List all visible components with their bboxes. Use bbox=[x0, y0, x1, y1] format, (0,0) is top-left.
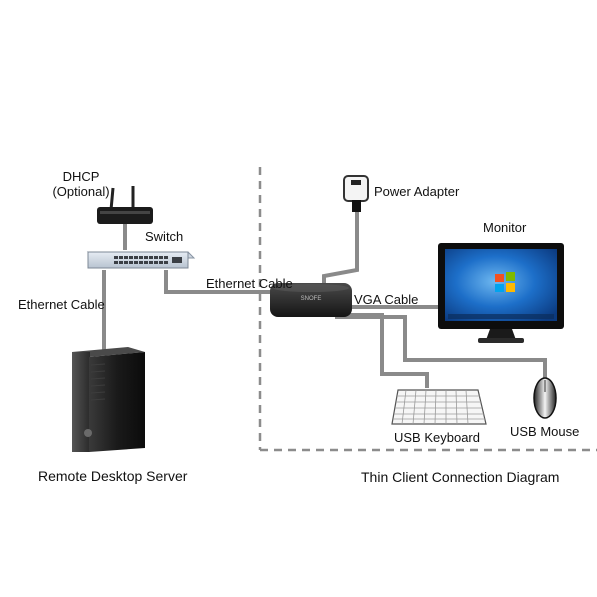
dhcp-router bbox=[97, 186, 153, 224]
windows-logo-icon bbox=[495, 272, 515, 292]
caption-remote-desktop-server: Remote Desktop Server bbox=[38, 468, 188, 484]
monitor-label: Monitor bbox=[483, 220, 527, 235]
monitor bbox=[438, 243, 564, 343]
thin-client-brand: SNOFE bbox=[301, 296, 322, 302]
power-cable bbox=[322, 210, 359, 284]
ethernet-cable-mid-label: Ethernet Cable bbox=[206, 276, 293, 291]
dhcp-label-line1: DHCP bbox=[62, 169, 100, 184]
mouse-cable bbox=[335, 315, 547, 378]
vga-cable-label: VGA Cable bbox=[354, 292, 419, 307]
network-switch bbox=[86, 251, 196, 269]
keyboard bbox=[391, 389, 487, 425]
power-adapter bbox=[343, 175, 369, 212]
server-tower bbox=[72, 347, 145, 452]
caption-thin-client-diagram: Thin Client Connection Diagram bbox=[361, 469, 560, 485]
usb-keyboard-label: USB Keyboard bbox=[394, 430, 480, 445]
dhcp-label: DHCP (Optional) bbox=[44, 169, 118, 199]
power-adapter-label: Power Adapter bbox=[374, 184, 460, 199]
thin-client-zone-border bbox=[258, 167, 597, 452]
keyboard-cable bbox=[320, 313, 429, 388]
mouse bbox=[533, 377, 557, 419]
thin-client-box bbox=[270, 283, 352, 317]
ethernet-cable-left-label: Ethernet Cable bbox=[18, 297, 105, 312]
usb-mouse-label: USB Mouse bbox=[510, 424, 580, 439]
dhcp-label-line2: (Optional) bbox=[52, 184, 110, 199]
switch-label: Switch bbox=[145, 229, 184, 244]
